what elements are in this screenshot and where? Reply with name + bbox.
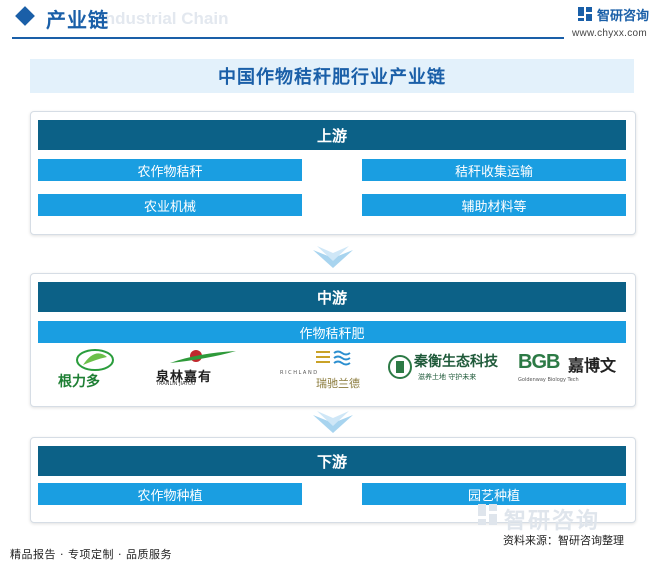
header-ghost-text: Industrial Chain [100, 9, 229, 28]
upstream-item: 辅助材料等 [362, 194, 626, 216]
downstream-header: 下游 [38, 446, 626, 476]
seal-emblem-icon [388, 355, 412, 379]
diamond-icon [15, 6, 35, 26]
downstream-item: 农作物种植 [38, 483, 302, 505]
company-logo-quanlin: 泉林嘉有 TRANLIN JIAYOU [150, 349, 260, 389]
brand-logo-icon [578, 7, 592, 21]
brand-name: 智研咨询 [597, 9, 650, 24]
midstream-header: 中游 [38, 282, 626, 312]
midstream-section: 中游 作物秸秆肥 根力多 泉林嘉有 TRANLIN JIAYOU [30, 273, 636, 407]
company-logo-richland: R I C H L A N D 瑞驰兰德 [270, 349, 380, 390]
upstream-item: 农业机械 [38, 194, 302, 216]
midstream-product: 作物秸秆肥 [38, 321, 626, 343]
company-name: 瑞驰兰德 [316, 377, 360, 390]
leaf-icon [76, 349, 114, 371]
downstream-item: 园艺种植 [362, 483, 626, 505]
watermark-text: 智研咨询 [504, 509, 601, 534]
company-sub: 滋养土地 守护未来 [418, 373, 477, 381]
company-name: 泉林嘉有 [156, 370, 213, 385]
flow-arrow-down-icon [313, 246, 353, 268]
header-divider [12, 37, 564, 39]
footer-slogan: 精品报告 · 专项定制 · 品质服务 [10, 548, 172, 561]
star-emblem-icon [170, 350, 236, 363]
company-name: 根力多 [58, 374, 100, 390]
watermark-logo-icon [478, 504, 497, 525]
page-header: Industrial Chain 产业链 智研咨询 www.chyxx.com [0, 0, 664, 40]
source-note: 资料来源：智研咨询整理 [503, 534, 624, 547]
downstream-section: 下游 农作物种植 园艺种植 [30, 437, 636, 523]
company-logo-qinheng: 秦衡生态科技 滋养土地 守护未来 [388, 349, 508, 389]
company-logos: 根力多 泉林嘉有 TRANLIN JIAYOU R I C H L A N D … [38, 349, 626, 390]
company-sub: TRANLIN JIAYOU [156, 381, 196, 387]
upstream-item: 秸秆收集运输 [362, 159, 626, 181]
company-sub: R I C H L A N D [280, 370, 318, 376]
company-logo-jiabowen: BGB 嘉博文 Goldenway Biology Tech [518, 349, 626, 389]
wave-icon [316, 350, 351, 366]
upstream-item: 农作物秸秆 [38, 159, 302, 181]
company-mark: BGB [518, 351, 560, 373]
company-logo-genliduo: 根力多 [50, 349, 140, 390]
flow-arrow-down-icon [313, 411, 353, 433]
page-title: 产业链 [46, 8, 109, 32]
company-sub: Goldenway Biology Tech [518, 377, 579, 383]
upstream-section: 上游 农作物秸秆 秸秆收集运输 农业机械 辅助材料等 [30, 111, 636, 235]
company-name: 嘉博文 [568, 356, 617, 375]
diagram-title: 中国作物秸秆肥行业产业链 [30, 59, 634, 93]
brand-url: www.chyxx.com [572, 28, 648, 39]
upstream-header: 上游 [38, 120, 626, 150]
company-name: 秦衡生态科技 [414, 354, 498, 370]
